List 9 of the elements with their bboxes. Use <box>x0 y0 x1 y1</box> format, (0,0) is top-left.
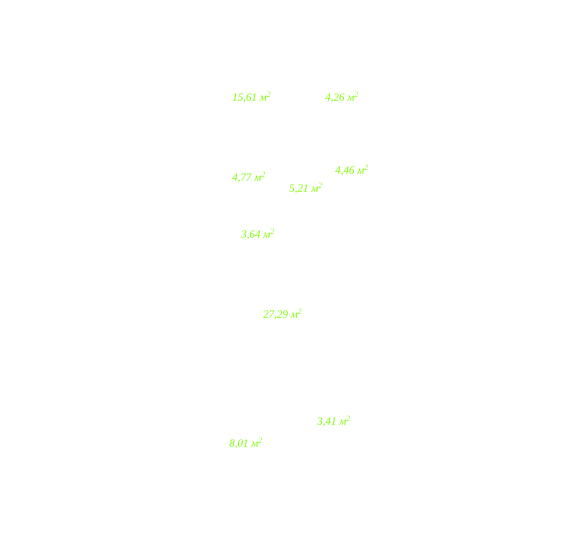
area-label: 15,61 м$^{2}$ <box>232 92 270 102</box>
area-label: 4,77 м$^{2}$ <box>232 172 265 182</box>
area-label: 4,46 м$^{2}$ <box>335 164 368 176</box>
area-label: 3,41 м$^{2}$ <box>317 416 350 426</box>
area-label: 8,01 м$^{2}$ <box>229 438 262 448</box>
area-label: 27,29 м$^{2}$ <box>263 308 302 320</box>
area-label: 3,64 м$^{2}$ <box>241 228 274 240</box>
area-label: 5,21 м$^{2}$ <box>289 182 322 194</box>
area-label: 4,26 м$^{2}$ <box>325 92 358 102</box>
